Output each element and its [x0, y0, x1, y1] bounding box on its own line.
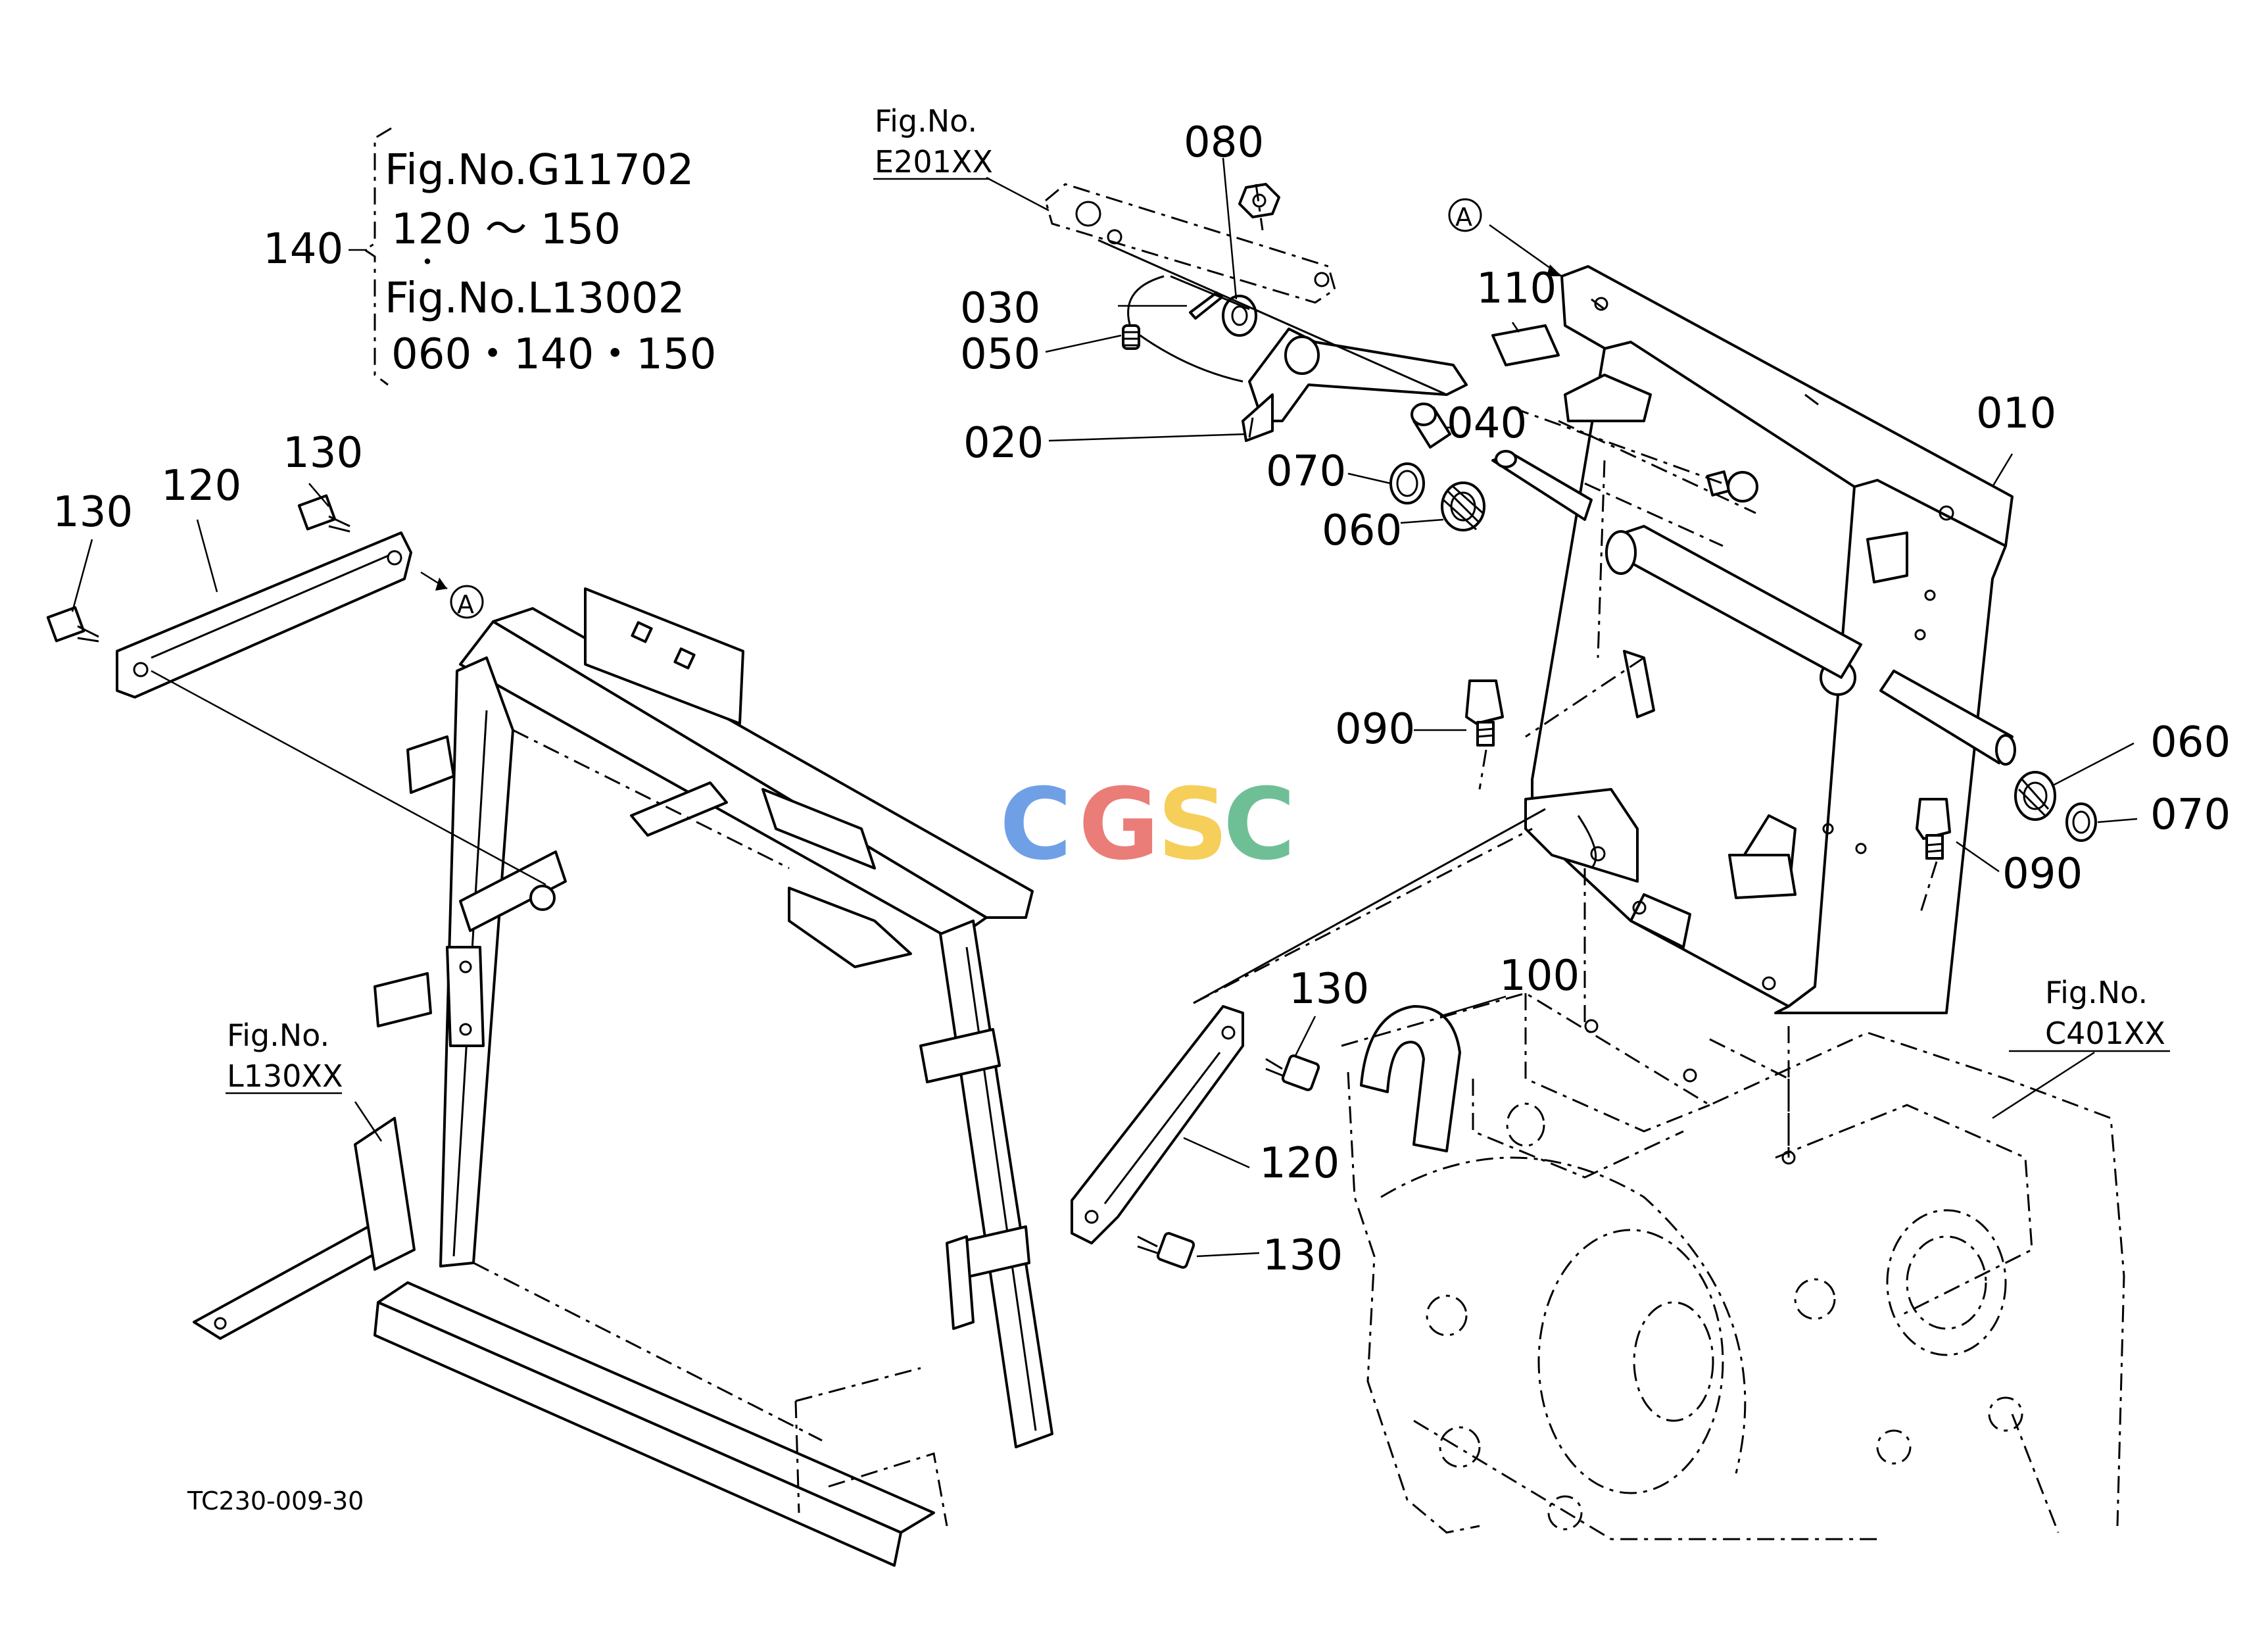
watermark-s: S	[1157, 768, 1228, 882]
fig-ref-l130: Fig.No. L130XX	[226, 1018, 343, 1094]
bearing-060-right	[2014, 771, 2056, 821]
bolt-130-right-b	[1137, 1232, 1195, 1269]
part-label-120-right: 120	[1259, 1139, 1339, 1188]
part-number-labels: 080 030 050 020 040 070 060 110 010 060 …	[53, 118, 2231, 1280]
bolt-130-left-a	[46, 606, 99, 643]
fig-ref-e201-line2: E201XX	[875, 144, 993, 180]
callout-a-right-text: A	[1455, 203, 1472, 232]
fig-ref-c401-line1: Fig.No.	[2045, 975, 2148, 1010]
collar-070-upper	[1389, 462, 1425, 504]
bolt-small-center	[1706, 470, 1758, 503]
frame-plate-right	[946, 1235, 975, 1330]
part-label-070-right: 070	[2150, 791, 2231, 839]
front-frame-assembly	[193, 587, 1053, 1567]
bearing-060-upper	[1441, 481, 1485, 531]
bracket-foot-right	[1728, 854, 1797, 899]
frame-tab-1	[630, 781, 728, 837]
part-label-130-left-a: 130	[53, 488, 133, 537]
spring-050	[1122, 275, 1243, 383]
note-line-4: 060・140・150	[391, 330, 716, 379]
note-block: 140 Fig.No.G11702 120 ～ 150 ・ Fig.No.L13…	[263, 127, 716, 386]
part-label-130-right-b: 130	[1263, 1231, 1343, 1280]
fig-ref-l130-line2: L130XX	[227, 1058, 343, 1094]
frame-clip-left	[374, 972, 432, 1027]
bracket-upper-tab	[1564, 374, 1652, 422]
right-shaft	[1879, 670, 2014, 764]
part-label-110: 110	[1476, 264, 1556, 313]
leader-lines: A	[71, 157, 2170, 1258]
frame-tab-4	[406, 735, 455, 794]
part-label-060-upper: 060	[1322, 506, 1402, 555]
stay-bracket-120-left	[116, 531, 412, 699]
frame-bottom-face	[374, 1301, 902, 1567]
note-line-3: Fig.No.L13002	[385, 274, 685, 323]
main-bracket-010	[1524, 265, 2014, 1014]
frame-clip-right-upper	[919, 1028, 1001, 1083]
bracket-side-plate-right	[1774, 479, 2007, 1014]
right-shaft-assembly	[1879, 670, 2097, 842]
part-label-120-left: 120	[161, 462, 241, 510]
note-line-2: 120 ～ 150	[391, 205, 621, 254]
note-brace	[363, 127, 392, 386]
fig-ref-e201: Fig.No. E201XX	[873, 103, 993, 180]
part-label-010: 010	[1976, 389, 2056, 438]
part-label-080: 080	[1184, 118, 1264, 167]
frame-cross-bracket	[459, 850, 567, 932]
callout-a-left	[450, 585, 484, 619]
housing-outline-top	[1341, 992, 2125, 1527]
support-bracket-right	[1071, 808, 1546, 1269]
watermark-c2: C	[1223, 768, 1295, 882]
ref-plate-e201	[1044, 183, 1336, 304]
part-label-020: 020	[963, 419, 1044, 468]
bracket-hook	[1866, 531, 1908, 583]
frame-top-bar	[492, 607, 1034, 919]
fig-ref-c401: Fig.No. C401XX	[2045, 975, 2165, 1051]
part-label-130-left-b: 130	[283, 429, 363, 478]
bracket-pin	[1623, 650, 1655, 718]
callout-a-right	[1448, 198, 1482, 232]
watermark-c1: C	[1000, 768, 1072, 882]
part-label-090-lower: 090	[2002, 850, 2083, 898]
bolt-130-right-a	[1265, 1054, 1320, 1091]
frame-tab-3	[788, 887, 912, 968]
pedal-arm-assembly	[1044, 183, 1758, 658]
collar-070-right	[2065, 802, 2097, 842]
watermark-logo: C G S C	[1000, 768, 1295, 882]
bushing-040	[1411, 403, 1451, 449]
watermark-g: G	[1078, 768, 1159, 882]
frame-left-bracket	[354, 1117, 416, 1271]
part-label-070-upper: 070	[1266, 447, 1346, 496]
part-label-060-right: 060	[2150, 718, 2231, 767]
part-label-040: 040	[1447, 399, 1527, 448]
bolt-090-upper	[1465, 679, 1504, 790]
figure-code: TC230-009-30	[187, 1487, 364, 1515]
frame-plate-left	[446, 946, 485, 1047]
fig-ref-l130-line1: Fig.No.	[227, 1018, 329, 1053]
frame-foot-arm	[193, 1225, 396, 1340]
part-label-030: 030	[960, 284, 1040, 333]
stay-bracket-120-right	[1071, 1005, 1244, 1244]
note-dot: ・	[414, 247, 441, 278]
note-line-1: Fig.No.G11702	[385, 146, 694, 195]
frame-bottom-beam	[377, 1281, 935, 1534]
frame-tab-2	[761, 788, 876, 870]
part-label-050: 050	[960, 330, 1040, 379]
pedal-shaft	[1491, 450, 1593, 521]
bracket-mount-ear	[1524, 788, 1639, 883]
callout-a-left-text: A	[457, 590, 474, 619]
pad-110	[1491, 324, 1560, 366]
transmission-housing	[1341, 868, 2125, 1540]
hook-100	[1360, 1005, 1461, 1152]
part-label-130-right-a: 130	[1289, 965, 1369, 1014]
bolt-090-lower	[1916, 798, 1951, 915]
frame-upper-shroud	[584, 587, 744, 725]
part-label-100: 100	[1499, 952, 1580, 1000]
fig-ref-c401-line2: C401XX	[2045, 1016, 2165, 1051]
part-label-090-upper: 090	[1335, 705, 1415, 754]
note-number: 140	[263, 225, 343, 274]
fig-ref-e201-line1: Fig.No.	[875, 103, 977, 139]
frame-right-post	[939, 920, 1053, 1448]
support-bracket-left: A	[46, 494, 546, 886]
